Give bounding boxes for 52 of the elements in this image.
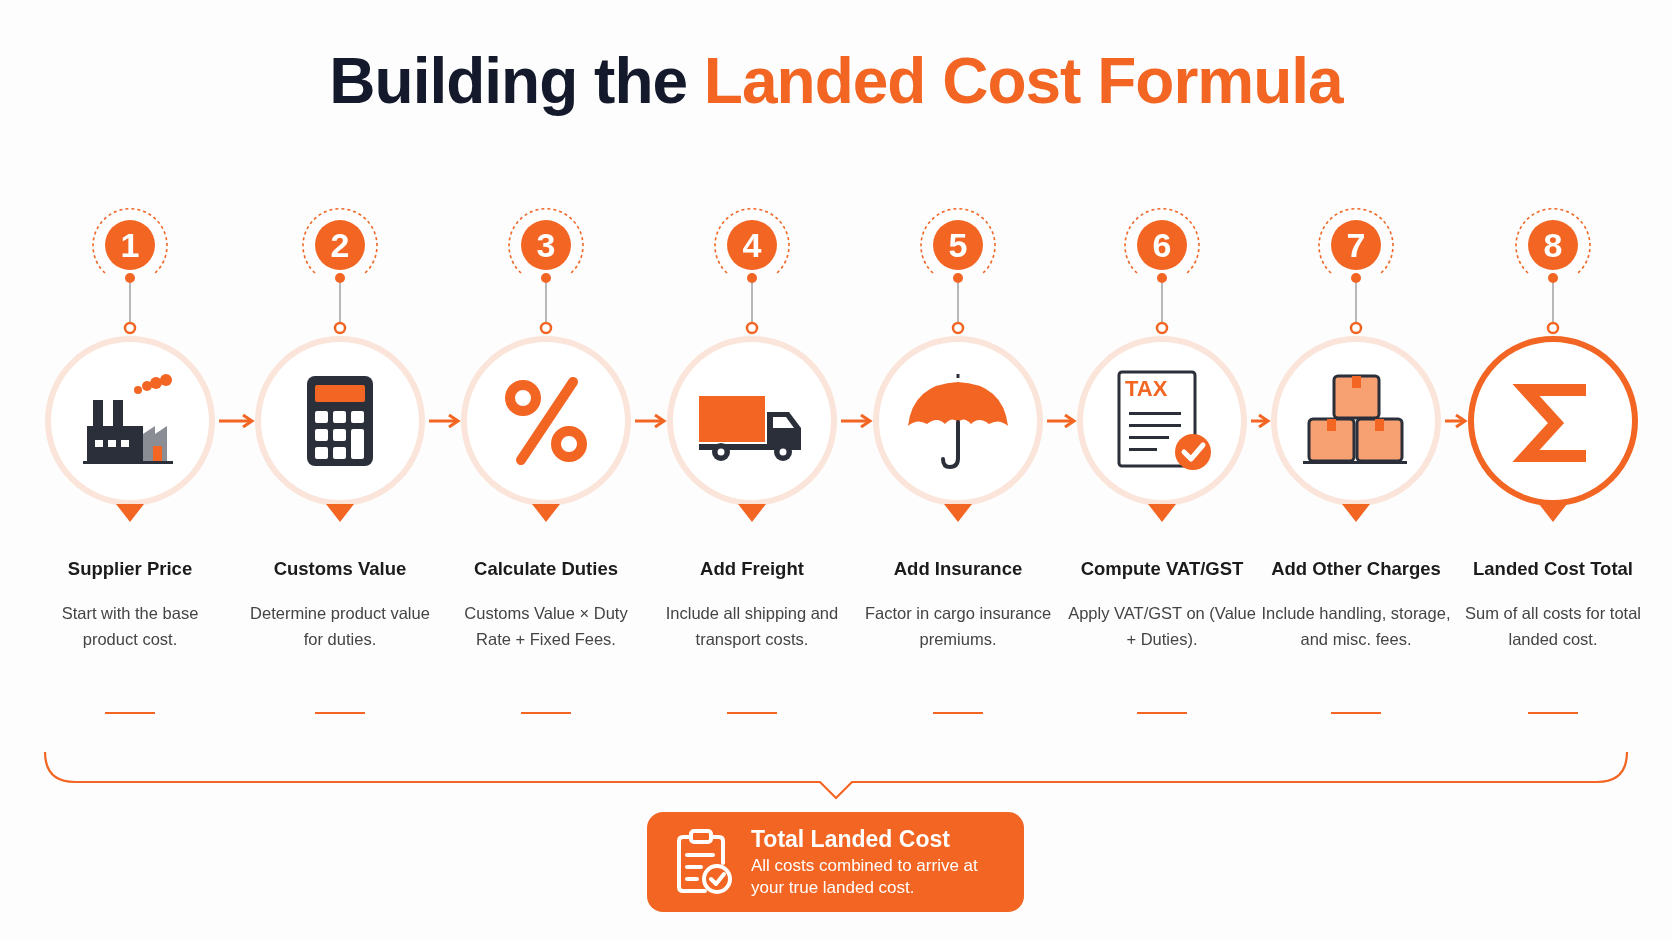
connector-line bbox=[951, 273, 965, 335]
step-description: Sum of all costs for total landed cost. bbox=[1463, 603, 1643, 650]
total-card bbox=[647, 812, 1024, 912]
number-badge bbox=[105, 220, 155, 270]
arrow bbox=[1251, 413, 1270, 429]
number-badge bbox=[315, 220, 365, 270]
step-title: Compute VAT/GST bbox=[1080, 558, 1244, 580]
step-title: Add Insurance bbox=[893, 558, 1023, 580]
number-badge bbox=[727, 220, 777, 270]
step-description: Start with the base product cost. bbox=[60, 603, 200, 650]
card-title: Total Landed Cost bbox=[751, 825, 951, 853]
step-title: Add Other Charges bbox=[1271, 558, 1441, 580]
arrow bbox=[429, 413, 460, 429]
number-badge bbox=[521, 220, 571, 270]
number-badge bbox=[1331, 220, 1381, 270]
step-number: 1 bbox=[120, 228, 140, 262]
connector-line bbox=[1546, 273, 1560, 335]
connector-line bbox=[333, 273, 347, 335]
arrow bbox=[841, 413, 872, 429]
step-number: 8 bbox=[1543, 228, 1563, 262]
card-description: All costs combined to arrive at your true landed cost. bbox=[751, 854, 979, 899]
step-title: Landed Cost Total bbox=[1473, 558, 1633, 580]
arrow bbox=[219, 413, 254, 429]
number-badge bbox=[1137, 220, 1187, 270]
number-badge bbox=[1528, 220, 1578, 270]
step-description: Apply VAT/GST on (Value + Duties). bbox=[1067, 603, 1257, 650]
connector-line bbox=[745, 273, 759, 335]
step-title: Supplier Price bbox=[67, 558, 193, 580]
arrow bbox=[1047, 413, 1076, 429]
step-description: Factor in cargo insurance premiums. bbox=[863, 603, 1053, 650]
title: Building the Landed Cost Formula bbox=[329, 44, 1343, 118]
step-number: 6 bbox=[1152, 228, 1172, 262]
step-number: 4 bbox=[742, 228, 762, 262]
step-description: Determine product value for duties. bbox=[249, 603, 431, 650]
step-description: Include all shipping and transport costs. bbox=[664, 603, 840, 650]
step-number: 5 bbox=[948, 228, 968, 262]
connector-line bbox=[1349, 273, 1363, 335]
step-description: Include handling, storage, and misc. fees. bbox=[1260, 603, 1452, 650]
step-title: Add Freight bbox=[700, 558, 804, 580]
step-title: Customs Value bbox=[273, 558, 407, 580]
connector-line bbox=[539, 273, 553, 335]
number-badge bbox=[933, 220, 983, 270]
tax-label: TAX bbox=[1125, 376, 1168, 402]
step-number: 7 bbox=[1346, 228, 1366, 262]
connector-line bbox=[123, 273, 137, 335]
arrow bbox=[635, 413, 666, 429]
step-description: Customs Value × Duty Rate + Fixed Fees. bbox=[463, 603, 629, 650]
step-title: Calculate Duties bbox=[474, 558, 618, 580]
step-number: 2 bbox=[330, 228, 350, 262]
arrow bbox=[1445, 413, 1467, 429]
step-number: 3 bbox=[536, 228, 556, 262]
connector-line bbox=[1155, 273, 1169, 335]
